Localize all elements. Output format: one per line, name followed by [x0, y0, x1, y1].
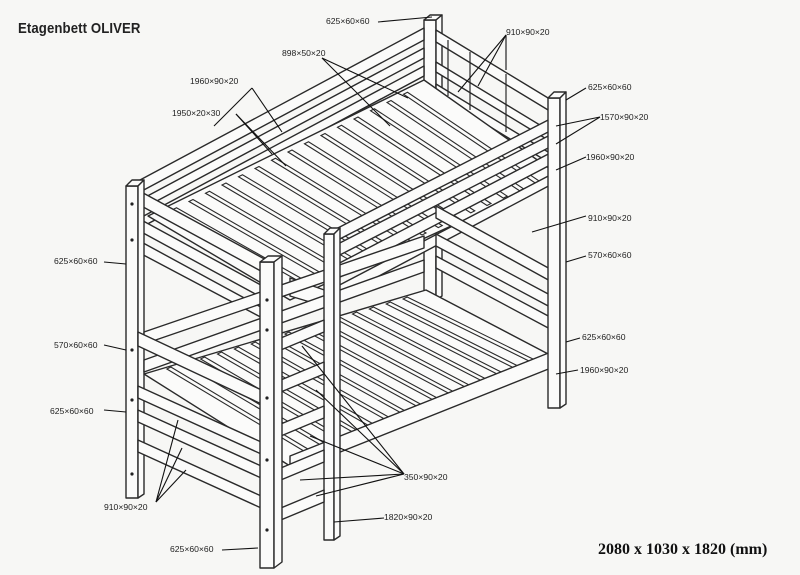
- label-ladder-stile: 1820×90×20: [384, 512, 432, 522]
- label-post-right-lower: 625×60×60: [582, 332, 626, 342]
- label-spacer-left: 570×60×60: [54, 340, 98, 350]
- lower-left-end-panel: [137, 331, 271, 513]
- label-post-left-upper: 625×60×60: [54, 256, 98, 266]
- label-ladder-rungs: 350×90×20: [404, 472, 448, 482]
- label-post-front-right-top: 625×60×60: [588, 82, 632, 92]
- label-rail-long-front-lower: 1960×90×20: [580, 365, 628, 375]
- label-slat-support-top: 1950×20×30: [172, 108, 220, 118]
- label-post-front-bottom: 625×60×60: [170, 544, 214, 554]
- overall-dimensions: 2080 x 1030 x 1820 (mm): [598, 541, 768, 558]
- label-rail-long-top-left: 1960×90×20: [190, 76, 238, 86]
- middle-front-post: [323, 227, 341, 541]
- label-post-top-right-back: 625×60×60: [326, 16, 370, 26]
- label-end-rail-right: 910×90×20: [588, 213, 632, 223]
- label-rail-top-back-right: 910×90×20: [506, 27, 550, 37]
- front-right-post: [547, 91, 567, 409]
- dimension-labels: 625×60×60 910×90×20 898×50×20 1960×90×20…: [50, 16, 648, 554]
- label-spacer-right: 570×60×60: [588, 250, 632, 260]
- bed-frame: [125, 14, 567, 569]
- front-left-post: [259, 255, 283, 569]
- drawing-title: Etagenbett OLIVER: [18, 20, 141, 37]
- label-end-rails-left: 910×90×20: [104, 502, 148, 512]
- label-slat-top: 898×50×20: [282, 48, 326, 58]
- label-post-left-lower: 625×60×60: [50, 406, 94, 416]
- label-rail-long-front-upper: 1960×90×20: [586, 152, 634, 162]
- label-rail-front-guard: 1570×90×20: [600, 112, 648, 122]
- leader-lines: [103, 16, 601, 551]
